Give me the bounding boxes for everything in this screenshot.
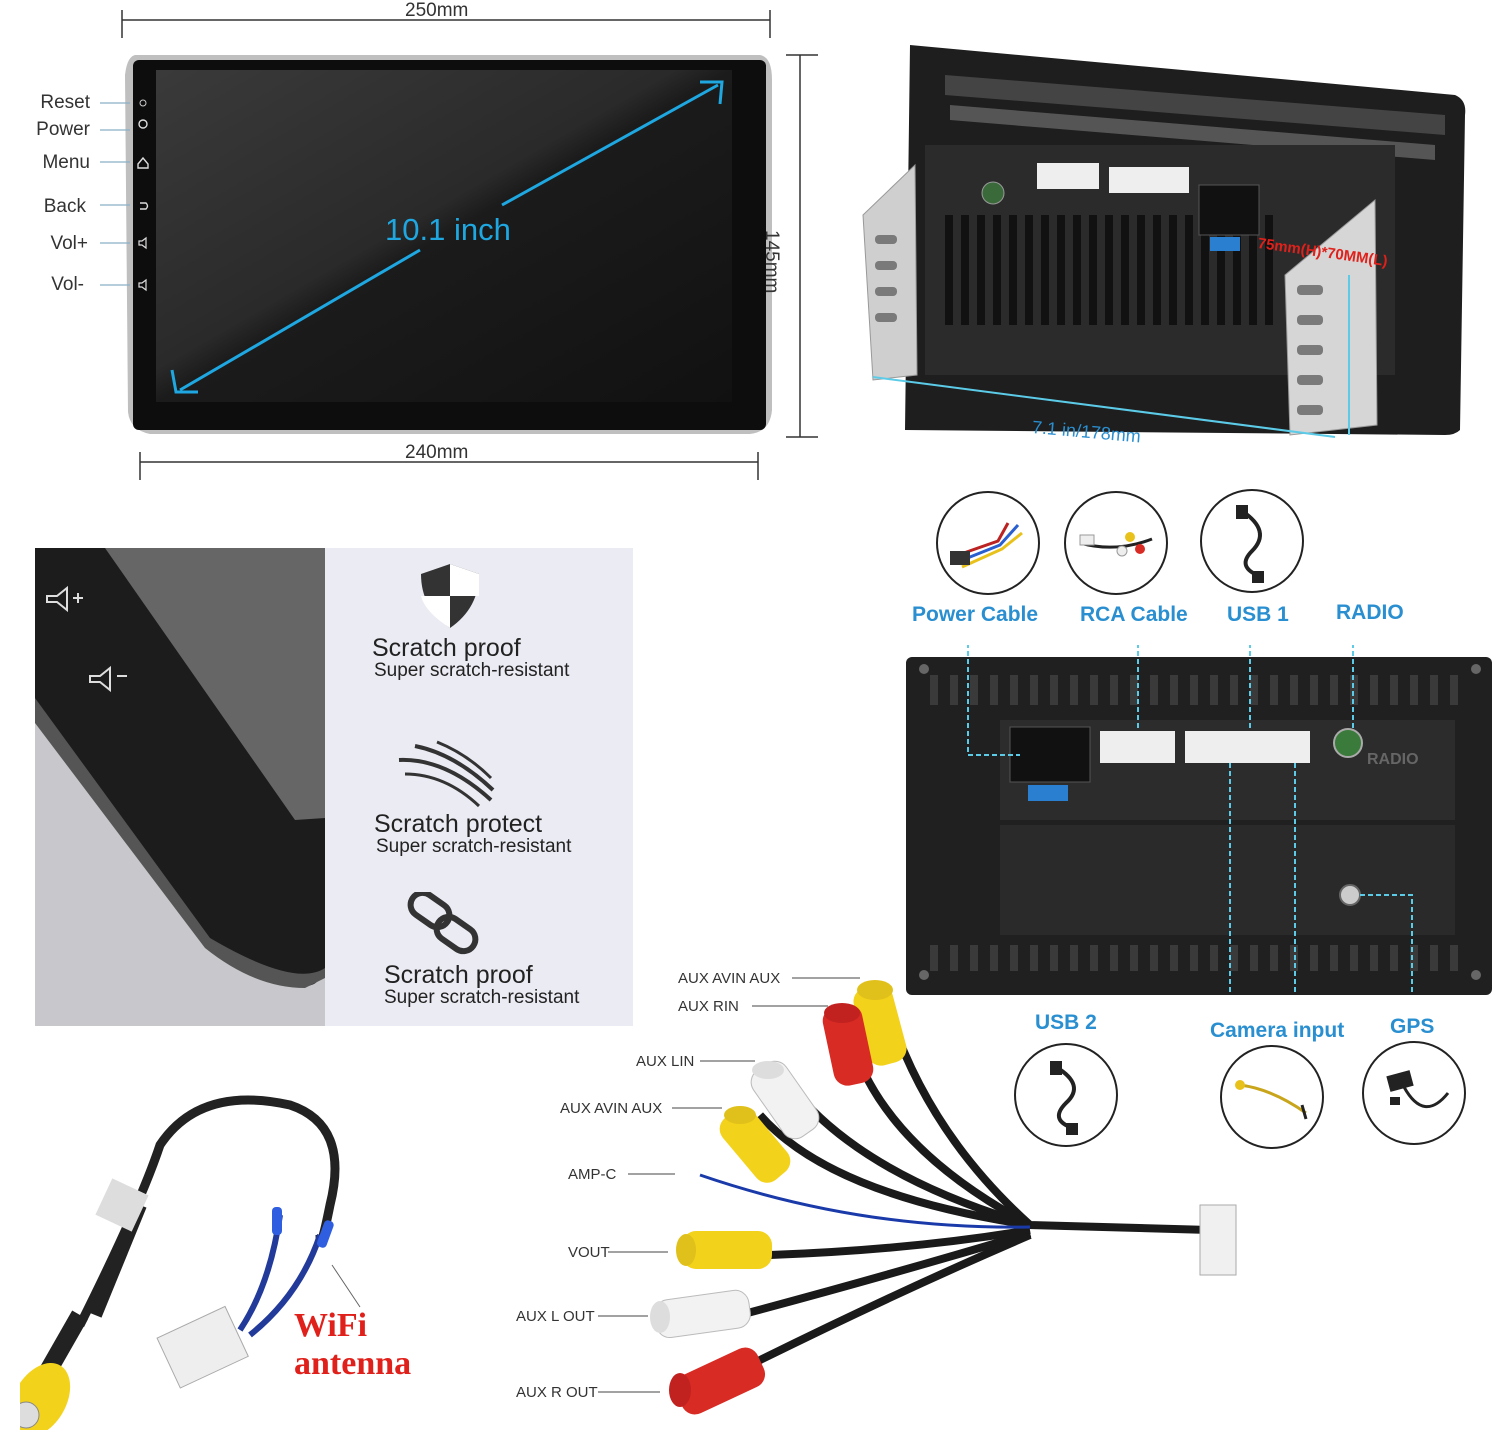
wifi-antenna-label: WiFi antenna [294,1307,412,1382]
height-label: 145mm [761,230,782,294]
width-top-label: 250mm [405,0,469,21]
rca-label: AUX RIN [678,998,739,1015]
port-label-usb2: USB 2 [1035,1011,1097,1034]
rear-panel-illustration [906,645,1492,995]
port-label-usb1: USB 1 [1227,603,1289,626]
menu-button-label: Menu [42,152,90,173]
rca-label: AUX AVIN AUX [560,1100,663,1117]
diagonal-size-label: 10.1 inch [385,212,511,247]
feature-title: Scratch protect [374,810,543,838]
port-label-radio: RADIO [1336,601,1404,624]
wifi-cable-illustration [20,1095,361,1430]
rca-harness-illustration [598,977,1237,1415]
feature-subtitle: Super scratch-resistant [374,660,570,681]
rca-label: AUX L OUT [516,1308,595,1325]
rca-label: AUX R OUT [516,1384,598,1401]
panel-radio-label: RADIO [1367,751,1419,768]
feature-panel: Scratch proof Super scratch-resistant Sc… [35,548,633,1026]
port-label-power-cable: Power Cable [912,603,1039,626]
vol-up-button-label: Vol+ [50,233,88,254]
back-button-label: Back [43,196,86,217]
rca-harness: AUX AVIN AUX AUX RIN AUX LIN AUX AVIN AU… [510,955,1250,1442]
feature-title: Scratch proof [384,961,533,989]
wifi-antenna-cable: WiFi antenna [20,1085,460,1430]
vol-down-button-label: Vol- [51,274,84,295]
usb1-cable-icon [1200,489,1304,593]
rca-label: AMP-C [568,1166,617,1183]
feature-subtitle: Super scratch-resistant [376,836,572,857]
shield-icon [421,564,479,628]
rca-label: VOUT [568,1244,610,1261]
width-bottom-label: 240mm [405,442,469,463]
rca-label: AUX AVIN AUX [678,970,781,987]
reset-button-label: Reset [40,92,90,113]
chain-link-icon [407,892,479,955]
port-diagram: Power Cable RCA Cable USB 1 RADIO [900,485,1500,1165]
rca-label: AUX LIN [636,1053,695,1070]
power-cable-icon [936,491,1040,595]
rca-cable-icon [1064,491,1168,595]
power-button-label: Power [36,119,90,140]
rca-plugs [650,980,907,1415]
port-label-rca-cable: RCA Cable [1080,603,1188,626]
screen-dimension-diagram: 250mm 240mm 145mm 10.1 inch Reset Power … [0,0,840,500]
claw-marks-icon [398,740,495,808]
dimension-lines [100,10,818,480]
rear-bracket-illustration [862,45,1466,438]
usb2-cable-icon [1014,1043,1118,1147]
port-label-camera-input: Camera input [1210,1019,1345,1042]
screen-edge-closeup [35,548,325,1026]
camera-input-cable-icon [1220,1045,1324,1149]
port-label-gps: GPS [1390,1015,1435,1038]
gps-antenna-icon [1362,1041,1466,1145]
feature-title: Scratch proof [372,634,521,662]
rear-bracket-view: 7.1 in/178mm 75mm(H)*70MM(L) [855,35,1475,455]
feature-subtitle: Super scratch-resistant [384,987,580,1008]
